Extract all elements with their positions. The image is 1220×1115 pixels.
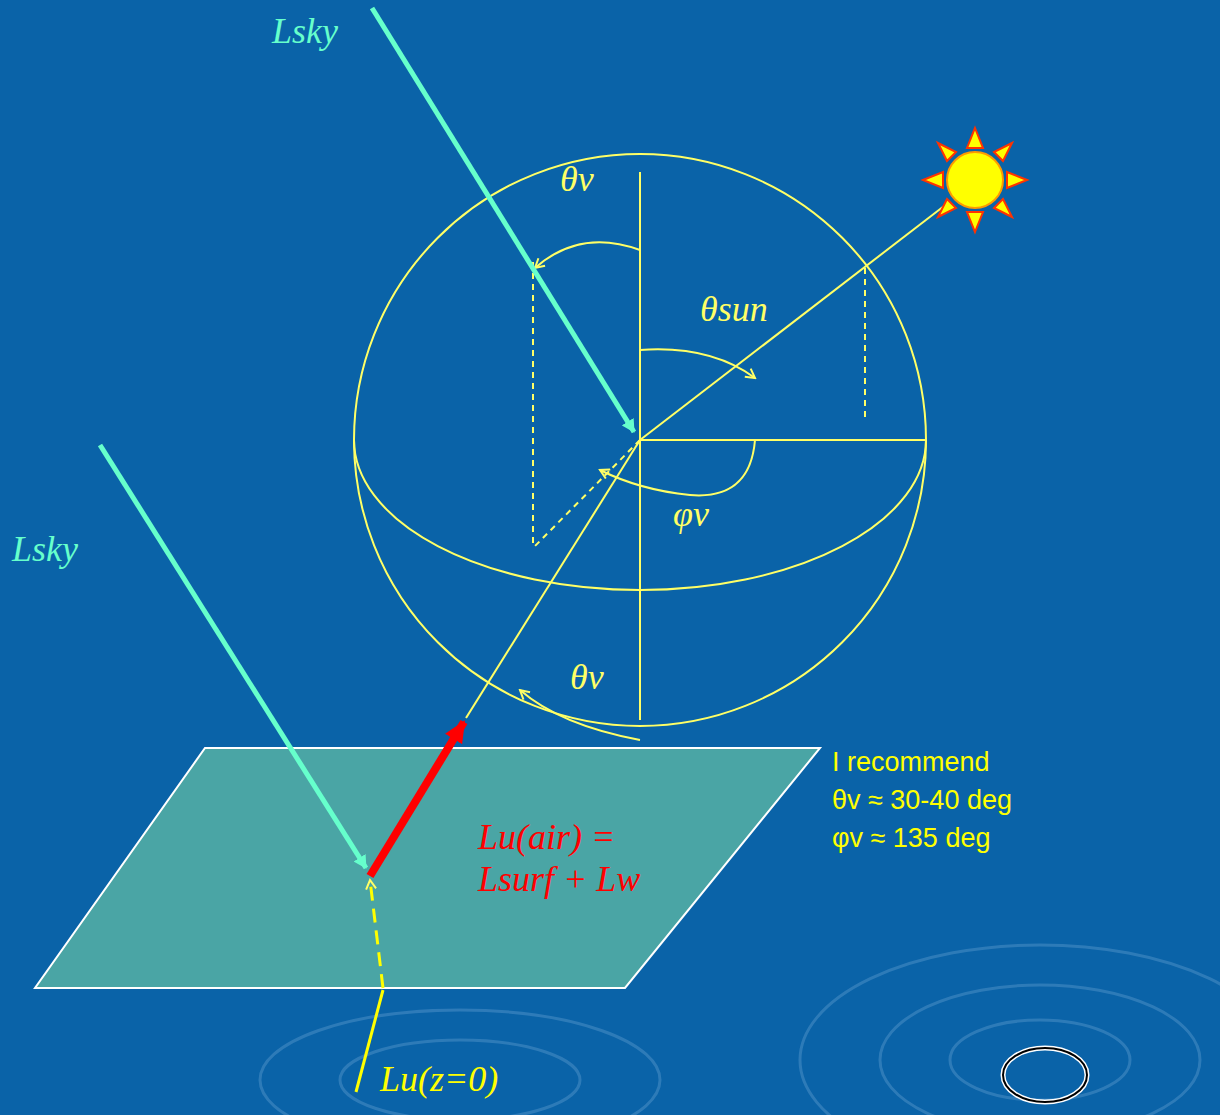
sky-ray: [372, 8, 634, 432]
angle-label: θsun: [700, 290, 768, 330]
radiance-label: Lsky: [12, 530, 78, 570]
note-text: φv ≈ 135 deg: [832, 824, 990, 854]
angle-label: φv: [673, 495, 709, 535]
note-text: θv ≈ 30-40 deg: [832, 786, 1012, 816]
sphere: [354, 154, 948, 740]
sky-ray: [100, 445, 366, 868]
ripple-icon: [1003, 1048, 1087, 1102]
radiance-label: Lu(air) =: [478, 818, 615, 858]
sun-symbol: [923, 128, 1027, 232]
ripple-icon: [1003, 1048, 1087, 1102]
underwater-ray: [356, 990, 383, 1092]
angle-label: θv: [570, 658, 604, 698]
radiance-label: Lu(z=0): [380, 1060, 498, 1100]
radiance-label: Lsky: [272, 12, 338, 52]
upwelling-ray: [370, 722, 464, 876]
note-text: I recommend: [832, 748, 990, 778]
angle-label: θv: [560, 160, 594, 200]
underwater-ray: [370, 880, 383, 988]
radiance-label: Lsurf + Lw: [478, 860, 640, 900]
